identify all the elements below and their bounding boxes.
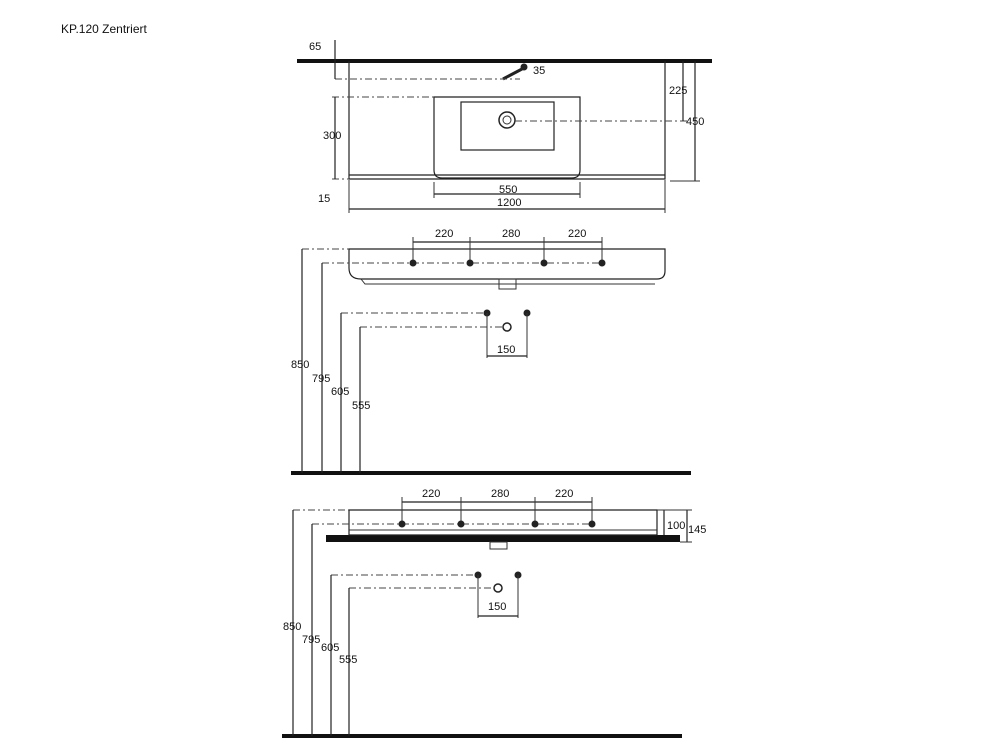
- label-220-right-1: 220: [568, 228, 586, 240]
- drain-1: [502, 322, 512, 332]
- label-220-left-1: 220: [435, 228, 453, 240]
- label-145: 145: [688, 524, 706, 536]
- top-view: 65 35 225 450 300 15 550 1200: [297, 40, 712, 213]
- label-35: 35: [533, 65, 545, 77]
- label-1200: 1200: [497, 197, 521, 209]
- label-300: 300: [323, 130, 341, 142]
- side-view-1: 220 280 220 150 850 795 605 555: [291, 228, 691, 475]
- label-555-2: 555: [339, 654, 357, 666]
- mount-hole-1b: [466, 259, 474, 267]
- label-555-1: 555: [352, 400, 370, 412]
- mount-hole-2b: [457, 520, 465, 528]
- drain-2: [493, 583, 503, 593]
- label-150-2: 150: [488, 601, 506, 613]
- label-100: 100: [667, 520, 685, 532]
- mount-hole-2a: [398, 520, 406, 528]
- label-15: 15: [318, 193, 330, 205]
- label-795-1: 795: [312, 373, 330, 385]
- drain-hole: [498, 111, 516, 129]
- basin-side-2: [348, 509, 658, 536]
- label-850-1: 850: [291, 359, 309, 371]
- mount-hole-1a: [409, 259, 417, 267]
- drawing-title: KP.120 Zentriert: [61, 22, 147, 36]
- drain-hole-inner: [502, 115, 512, 125]
- label-605-1: 605: [331, 386, 349, 398]
- label-150-1: 150: [497, 344, 515, 356]
- mount-hole-1c: [540, 259, 548, 267]
- overflow-1: [498, 278, 517, 290]
- tap-icon: [502, 63, 528, 81]
- basin-side-1: [348, 248, 666, 280]
- overflow-2: [489, 541, 508, 550]
- mount-hole-2c: [531, 520, 539, 528]
- counter-slab-2: [326, 535, 680, 542]
- label-550: 550: [499, 184, 517, 196]
- label-220-left-2: 220: [422, 488, 440, 500]
- label-220-right-2: 220: [555, 488, 573, 500]
- label-795-2: 795: [302, 634, 320, 646]
- basin-outline: [348, 61, 666, 180]
- side-view-2: 220 280 220 100 145 150 850 795 605 555: [282, 488, 706, 738]
- mount-hole-1d: [598, 259, 606, 267]
- bowl-inner: [460, 101, 555, 151]
- label-225: 225: [669, 85, 687, 97]
- mount-hole-2d: [588, 520, 596, 528]
- label-65: 65: [309, 41, 321, 53]
- label-850-2: 850: [283, 621, 301, 633]
- basin-base-1: [360, 278, 655, 285]
- label-450: 450: [686, 116, 704, 128]
- label-280-1: 280: [502, 228, 520, 240]
- label-605-2: 605: [321, 642, 339, 654]
- bowl-outline: [433, 96, 581, 179]
- label-280-2: 280: [491, 488, 509, 500]
